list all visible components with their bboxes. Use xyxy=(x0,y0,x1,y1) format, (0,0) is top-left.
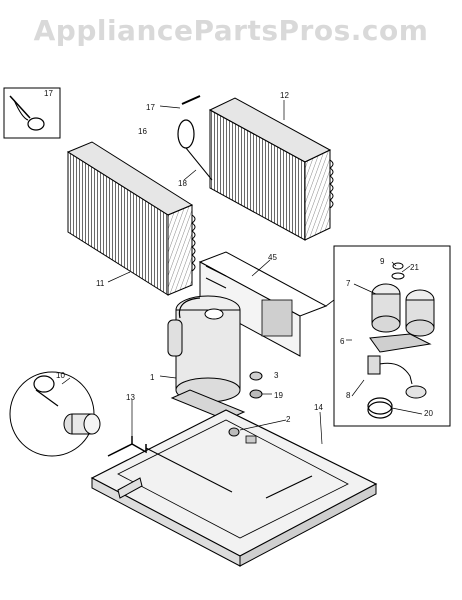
part-label-10: 10 xyxy=(56,371,65,380)
part-label-7: 7 xyxy=(346,279,351,288)
leader-lines xyxy=(61,100,423,445)
evaporator-coil-11 xyxy=(66,141,196,296)
washer-19 xyxy=(249,389,263,399)
part-label-17-inset: 17 xyxy=(44,89,53,98)
inset-relay-10 xyxy=(9,371,101,457)
sensor-tube-17 xyxy=(177,95,213,181)
part-label-19: 19 xyxy=(274,391,283,400)
insulation-panel-45 xyxy=(198,251,328,357)
watermark: AppliancePartsPros.com xyxy=(33,14,429,47)
part-label-6: 6 xyxy=(340,337,345,346)
part-label-8: 8 xyxy=(346,391,351,400)
part-label-17: 17 xyxy=(146,103,155,112)
inset-sensor-17 xyxy=(3,87,61,139)
part-label-45: 45 xyxy=(268,253,277,262)
part-label-18: 18 xyxy=(178,179,187,188)
part-label-2: 2 xyxy=(286,415,291,424)
part-label-13: 13 xyxy=(126,393,135,402)
part-label-21: 21 xyxy=(410,263,419,272)
bracket-13 xyxy=(107,436,313,499)
compressor-1 xyxy=(167,295,246,421)
inset-capacitor-assembly xyxy=(333,245,451,427)
part-label-1: 1 xyxy=(150,373,155,382)
condenser-coil-12 xyxy=(208,97,334,241)
part-label-12: 12 xyxy=(280,91,289,100)
base-pan-14 xyxy=(90,409,378,567)
part-label-16: 16 xyxy=(138,127,147,136)
grommet-3 xyxy=(249,371,263,381)
part-label-9: 9 xyxy=(380,257,385,266)
part-label-20: 20 xyxy=(424,409,433,418)
part-label-14: 14 xyxy=(314,403,323,412)
part-label-3: 3 xyxy=(274,371,279,380)
part-label-11: 11 xyxy=(96,279,105,288)
